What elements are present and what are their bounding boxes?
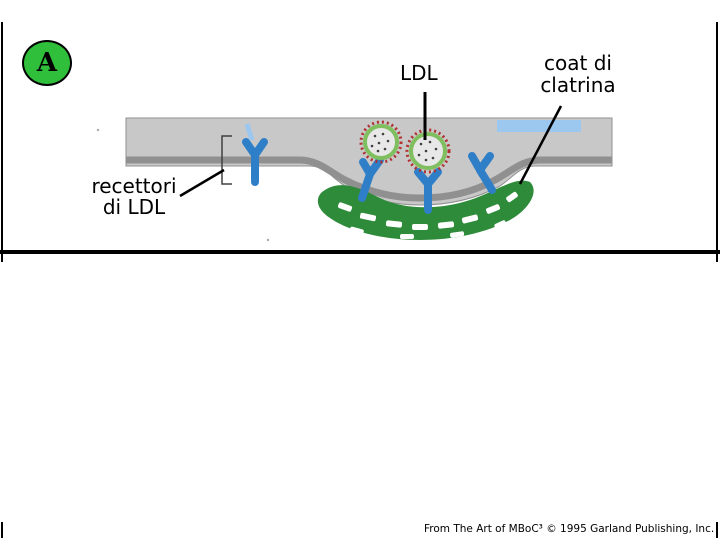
extracellular-highlight <box>497 120 581 132</box>
guide-dot <box>97 129 99 131</box>
copyright-credit: From The Art of MBoC³ © 1995 Garland Pub… <box>424 523 714 535</box>
ldl-label: LDL <box>400 62 438 84</box>
coat-label-line2: clatrina <box>532 74 624 96</box>
coat-label-line1: coat di <box>532 52 624 74</box>
ldl-receptor-free-tail <box>251 178 259 186</box>
receptors-label-line2: di LDL <box>84 196 184 218</box>
receptors-label-line1: recettori <box>84 175 184 197</box>
guide-dot <box>267 239 269 241</box>
receptor-leader-line <box>180 170 224 196</box>
